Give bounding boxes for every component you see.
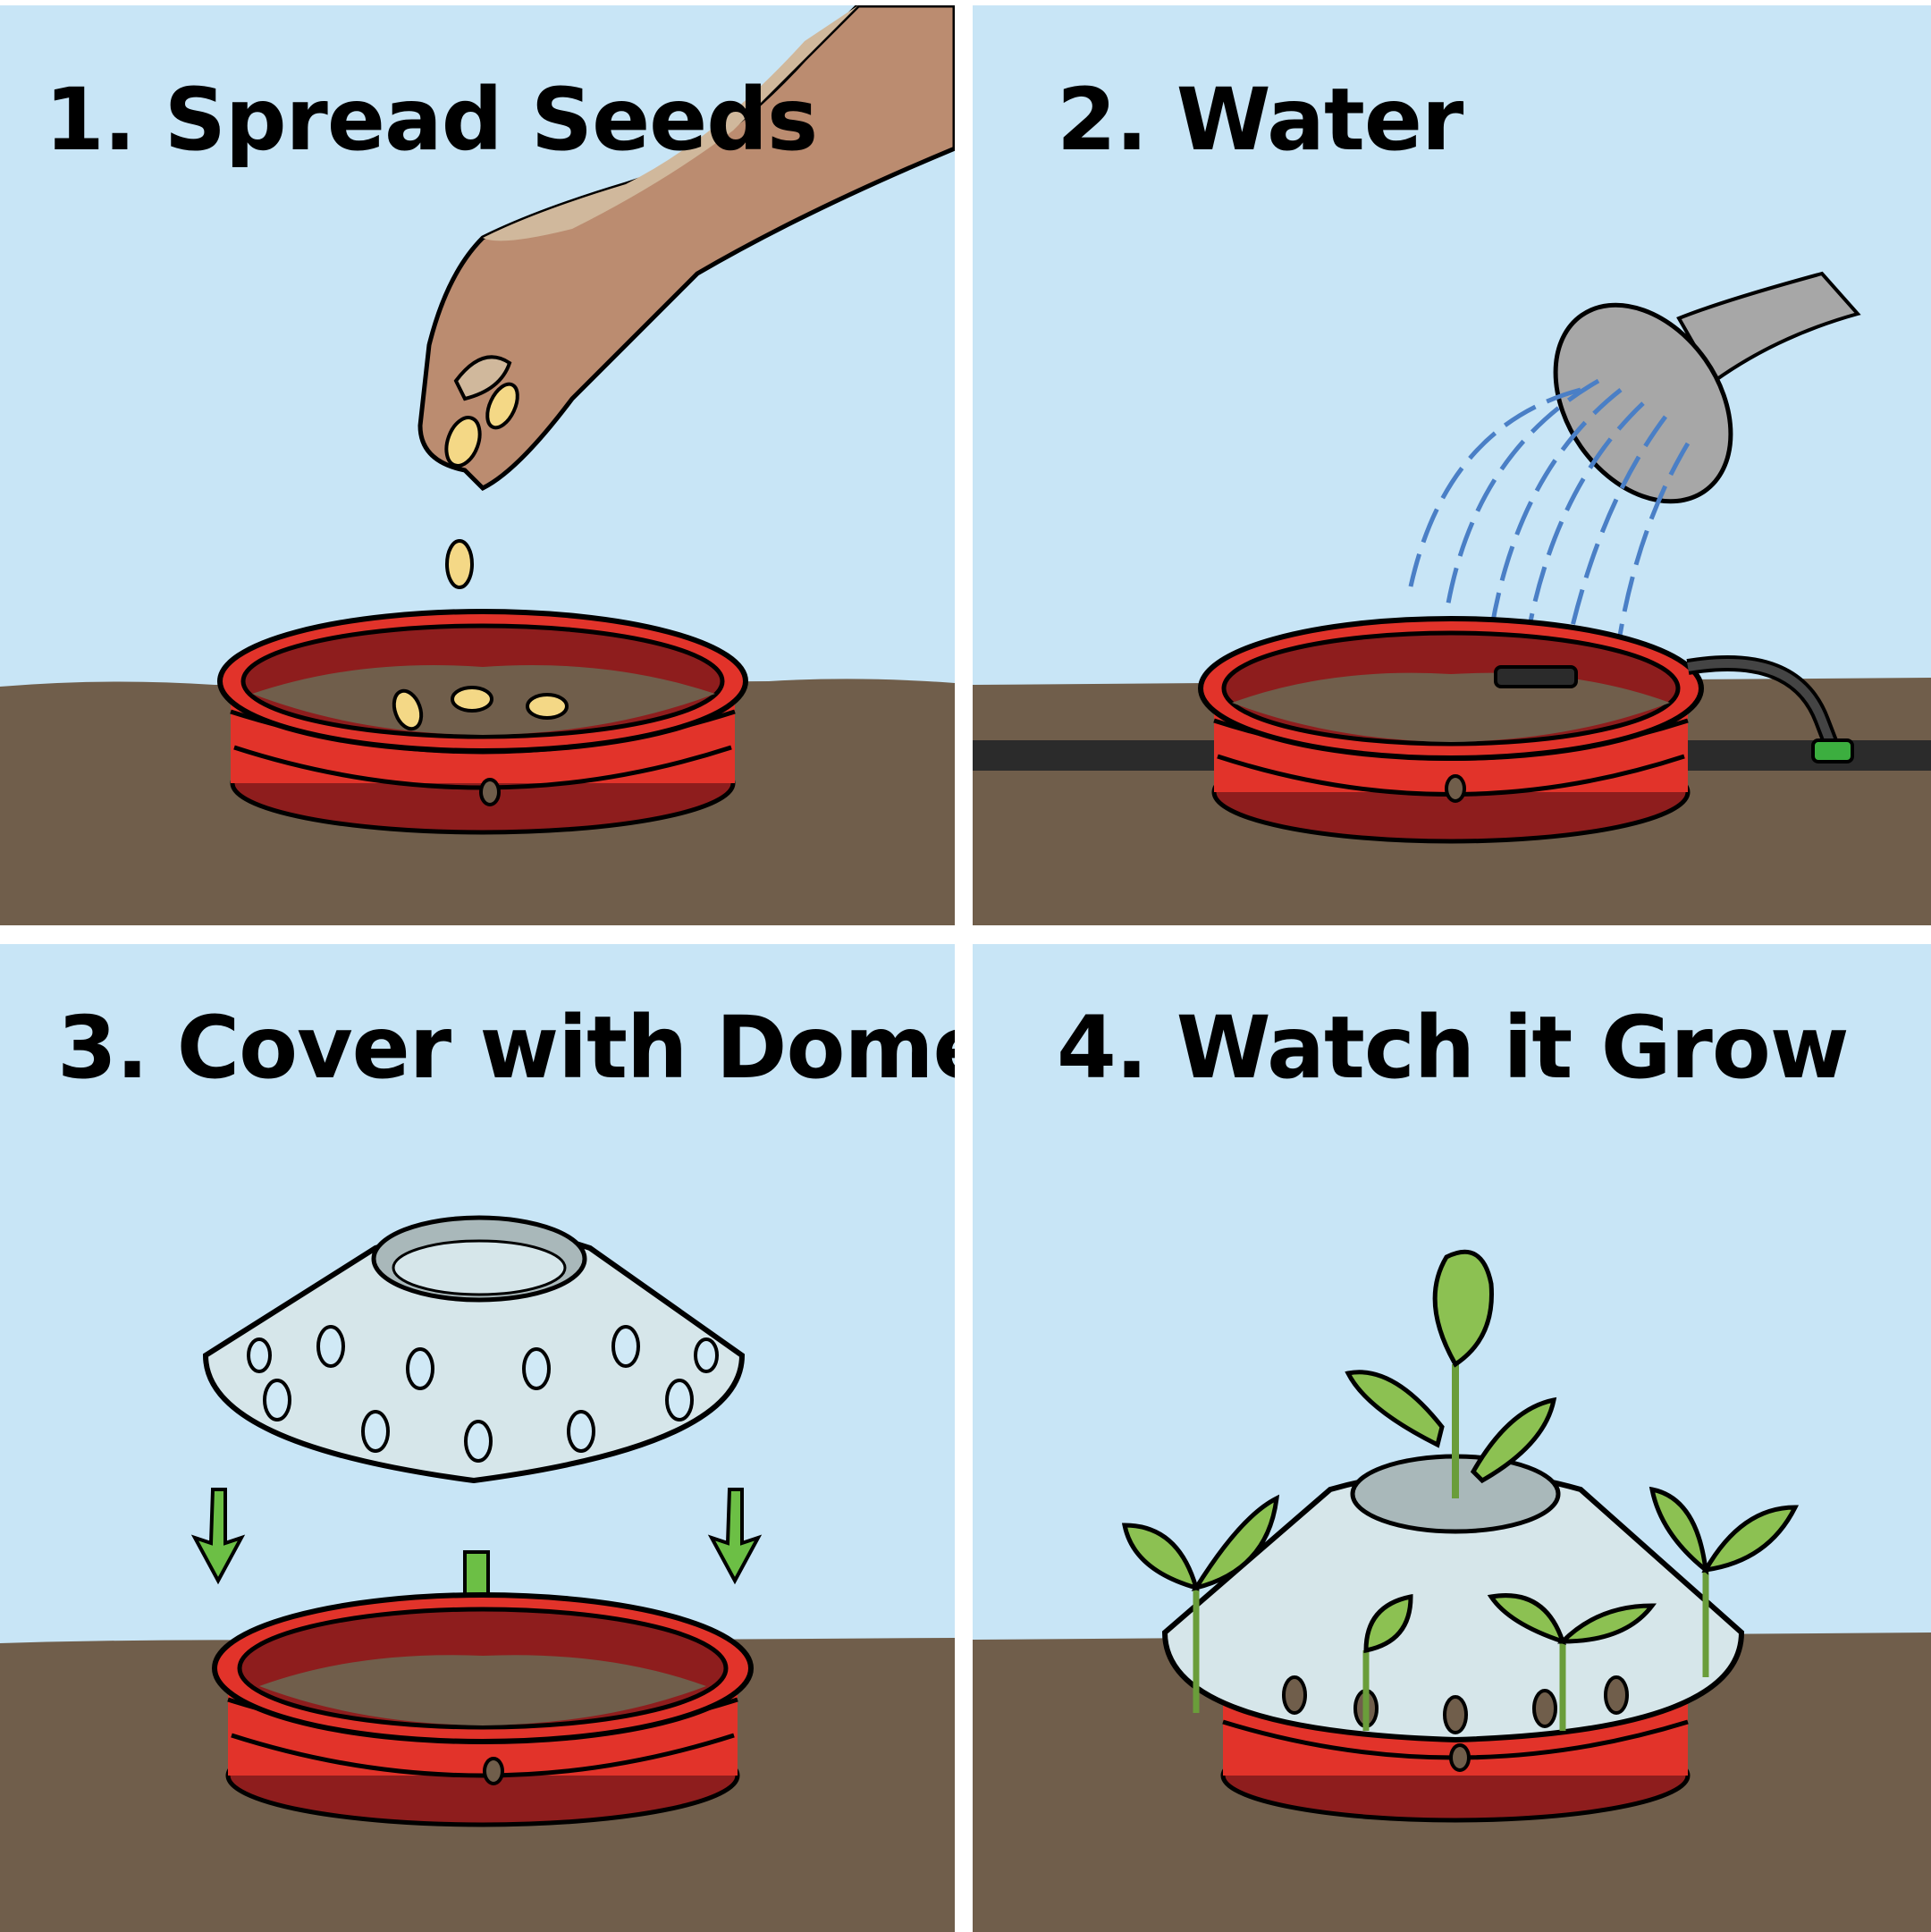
step-2-panel: 2. Water bbox=[973, 5, 1931, 925]
step-4-panel: 4. Watch it Grow bbox=[973, 944, 1931, 1932]
dome-icon bbox=[202, 1215, 746, 1484]
watering-can-icon bbox=[1553, 271, 1861, 504]
water-spray-icon bbox=[1408, 378, 1691, 659]
ring-planter-icon bbox=[212, 1592, 754, 1827]
step-1-panel: 1. Spread Seeds bbox=[0, 5, 955, 925]
seedling-icon bbox=[1121, 1249, 1800, 1731]
ring-planter-icon bbox=[217, 609, 748, 835]
cover-dome-illustration bbox=[0, 1215, 955, 1932]
hand-icon bbox=[417, 5, 955, 492]
step-1-title: 1. Spread Seeds bbox=[45, 70, 818, 170]
step-4-title: 4. Watch it Grow bbox=[1057, 998, 1849, 1098]
ring-planter-icon bbox=[1198, 616, 1704, 844]
water-illustration bbox=[973, 271, 1931, 925]
step-3-panel: 3. Cover with Dome bbox=[0, 944, 955, 1932]
spread-seeds-illustration bbox=[0, 5, 955, 925]
step-3-title: 3. Cover with Dome bbox=[57, 998, 955, 1098]
connector-icon bbox=[1811, 738, 1854, 764]
step-2-title: 2. Water bbox=[1057, 70, 1463, 170]
watch-grow-illustration bbox=[973, 1249, 1931, 1932]
seed-icon bbox=[444, 382, 519, 589]
